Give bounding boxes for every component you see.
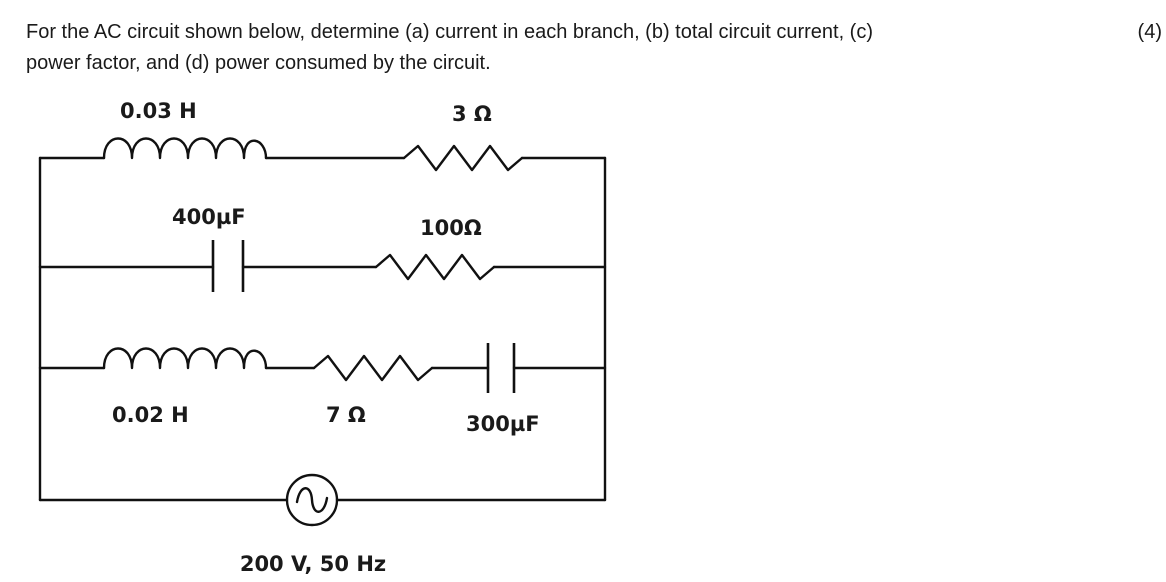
- resistor-7-ohm-icon: [312, 354, 434, 382]
- resistor-3-ohm-icon: [402, 144, 524, 172]
- inductor-label: 0.02 H: [112, 403, 189, 427]
- branch-1: 0.03 H 3 Ω: [38, 99, 607, 172]
- resistor-label: 3 Ω: [452, 102, 492, 126]
- source-label: 200 V, 50 Hz: [240, 552, 386, 576]
- resistor-label: 7 Ω: [326, 403, 366, 427]
- capacitor-label: 300µF: [466, 412, 540, 436]
- resistor-100-ohm-icon: [374, 253, 496, 281]
- marks-label: (4): [1138, 21, 1162, 43]
- inductor-0-03h-icon: [102, 137, 268, 160]
- branch-2: 400µF 100Ω: [38, 205, 607, 292]
- sine-wave-icon: [295, 487, 329, 513]
- question-line-2: power factor, and (d) power consumed by …: [26, 52, 491, 74]
- branch-3: 0.02 H 7 Ω 300µF: [38, 343, 607, 436]
- circuit-diagram: 0.03 H 3 Ω 400µF 100Ω 0.02 H 7 Ω 3: [38, 99, 607, 576]
- resistor-label: 100Ω: [420, 216, 482, 240]
- question-line-1: For the AC circuit shown below, determin…: [26, 21, 873, 43]
- source-branch: 200 V, 50 Hz: [38, 473, 607, 576]
- capacitor-label: 400µF: [172, 205, 246, 229]
- inductor-label: 0.03 H: [120, 99, 197, 123]
- inductor-0-02h-icon: [102, 347, 268, 370]
